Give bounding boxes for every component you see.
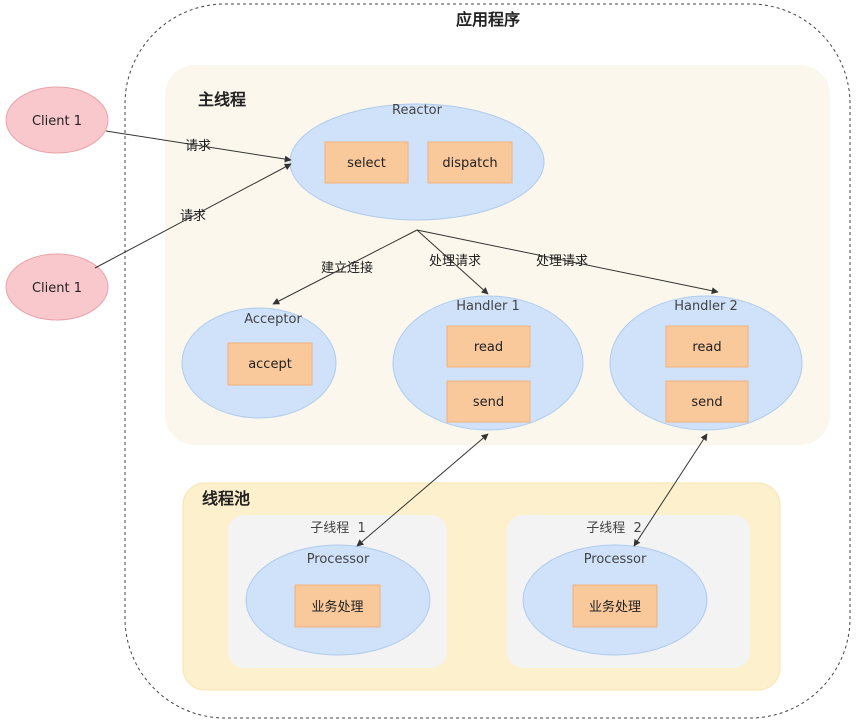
business-logic-box <box>572 584 658 628</box>
send-text: send <box>691 395 722 410</box>
business-logic-text: 业务处理 <box>311 599 363 615</box>
read-box <box>446 325 531 368</box>
business-logic-box <box>294 584 381 628</box>
application-title: 应用程序 <box>456 10 520 29</box>
send-text: send <box>473 395 504 410</box>
main-thread-label: 主线程 <box>198 90 246 109</box>
send-box <box>446 380 531 423</box>
client-ellipse <box>5 253 109 321</box>
worker-thread-1: 子线程 1 Processor 业务处理 <box>228 515 447 668</box>
client-top-request-arrow <box>105 130 292 163</box>
processor-2-label: Processor <box>584 552 647 567</box>
reactor-node: Reactor select dispatch <box>289 103 545 221</box>
business-logic-text: 业务处理 <box>589 599 641 615</box>
client-bottom-request-arrow <box>94 163 292 269</box>
client-top-request-label: 请求 <box>185 139 211 154</box>
read-text: read <box>474 340 503 355</box>
read-text: read <box>692 340 721 355</box>
reactor-to-acceptor-arrow <box>272 229 418 305</box>
handler-2-processor-2-arrow <box>633 433 708 547</box>
read-box <box>665 325 749 368</box>
dispatch-text: dispatch <box>442 156 497 171</box>
accept-box <box>227 342 313 386</box>
client-ellipse <box>5 86 109 154</box>
accept-text: accept <box>248 357 292 372</box>
client-node-top: Client 1 <box>5 86 109 154</box>
worker-thread-2: 子线程 2 Processor 业务处理 <box>507 515 750 668</box>
reactor-to-acceptor-label: 建立连接 <box>321 260 373 276</box>
handler-1-node: Handler 1 read send <box>392 295 584 431</box>
reactor-to-handler-2-arrow <box>416 229 719 295</box>
dispatch-box <box>427 141 513 184</box>
worker-thread-1-label: 子线程 1 <box>310 521 366 536</box>
reactor-to-handler-1-arrow <box>416 229 489 295</box>
handler-1-processor-1-arrow <box>356 433 489 547</box>
client-node-bottom: Client 1 <box>5 253 109 321</box>
select-text: select <box>347 156 386 171</box>
client-label: Client 1 <box>32 281 82 296</box>
processor-1-label: Processor <box>307 552 370 567</box>
handler-2-label: Handler 2 <box>674 299 738 314</box>
handler-1-label: Handler 1 <box>456 299 520 314</box>
send-box <box>665 380 749 423</box>
reactor-to-handler-1-label: 处理请求 <box>429 254 481 269</box>
handler-2-node: Handler 2 read send <box>609 295 803 431</box>
reactor-to-handler-2-label: 处理请求 <box>536 254 588 269</box>
acceptor-label: Acceptor <box>244 312 302 327</box>
worker-thread-2-label: 子线程 2 <box>586 521 642 536</box>
acceptor-node: Acceptor accept <box>181 307 337 419</box>
thread-pool-label: 线程池 <box>202 489 250 508</box>
select-box <box>324 141 409 184</box>
client-label: Client 1 <box>32 114 82 129</box>
client-bottom-request-label: 请求 <box>180 209 206 224</box>
reactor-label: Reactor <box>392 103 443 118</box>
